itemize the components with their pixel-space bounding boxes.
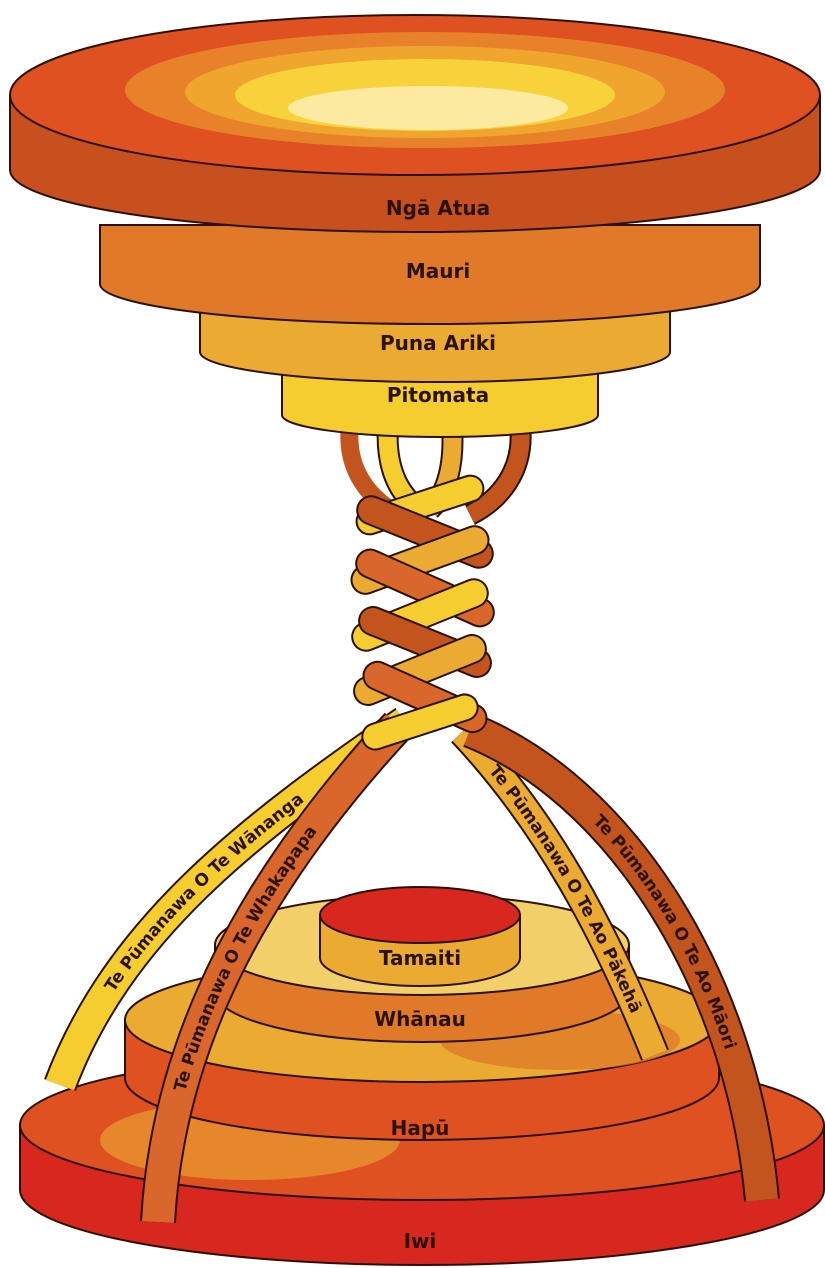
mauri-label: Mauri [406,259,470,283]
whanau-label: Whānau [374,1007,466,1031]
woven-braid [348,425,521,753]
tamaiti-label: Tamaiti [379,946,461,970]
nga-atua-label: Ngā Atua [386,196,490,220]
mauri-tier: Mauri [100,225,760,324]
nga-atua-tier: Ngā Atua [10,15,820,232]
tamaiti-tier: Tamaiti [320,887,520,986]
pitomata-label: Pitomata [387,383,489,407]
puna-ariki-label: Puna Ariki [380,331,496,355]
hapu-label: Hapū [391,1116,450,1140]
iwi-label: Iwi [404,1229,437,1253]
